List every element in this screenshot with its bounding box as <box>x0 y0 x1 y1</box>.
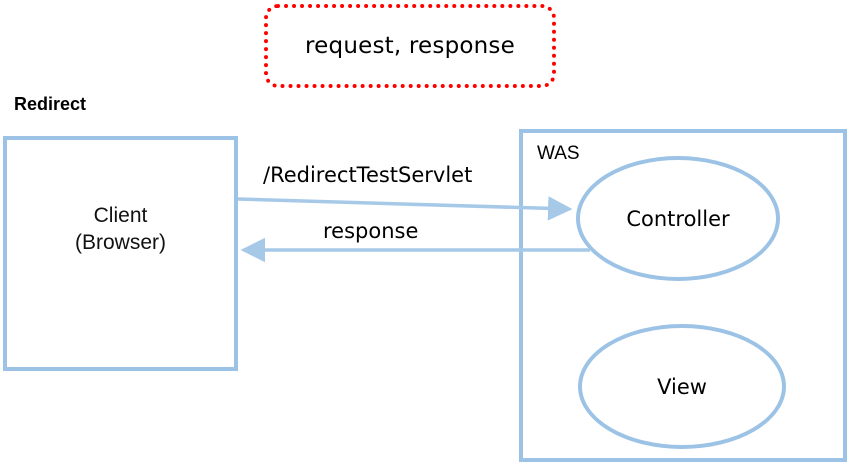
view-ellipse: View <box>578 324 786 449</box>
view-label: View <box>657 374 707 399</box>
request-arrow-label: /RedirectTestServlet <box>260 163 476 187</box>
client-label-line2: (Browser) <box>74 231 166 254</box>
callout-text: request, response <box>305 33 515 59</box>
controller-ellipse: Controller <box>576 156 780 281</box>
client-box: Client (Browser) <box>3 136 238 371</box>
response-arrow-label: response <box>320 219 422 243</box>
controller-label: Controller <box>626 206 730 231</box>
was-label: WAS <box>537 143 580 164</box>
page-title: Redirect <box>14 94 87 114</box>
request-response-callout: request, response <box>264 4 556 88</box>
client-label: Client (Browser) <box>7 202 234 256</box>
client-label-line1: Client <box>93 204 148 227</box>
